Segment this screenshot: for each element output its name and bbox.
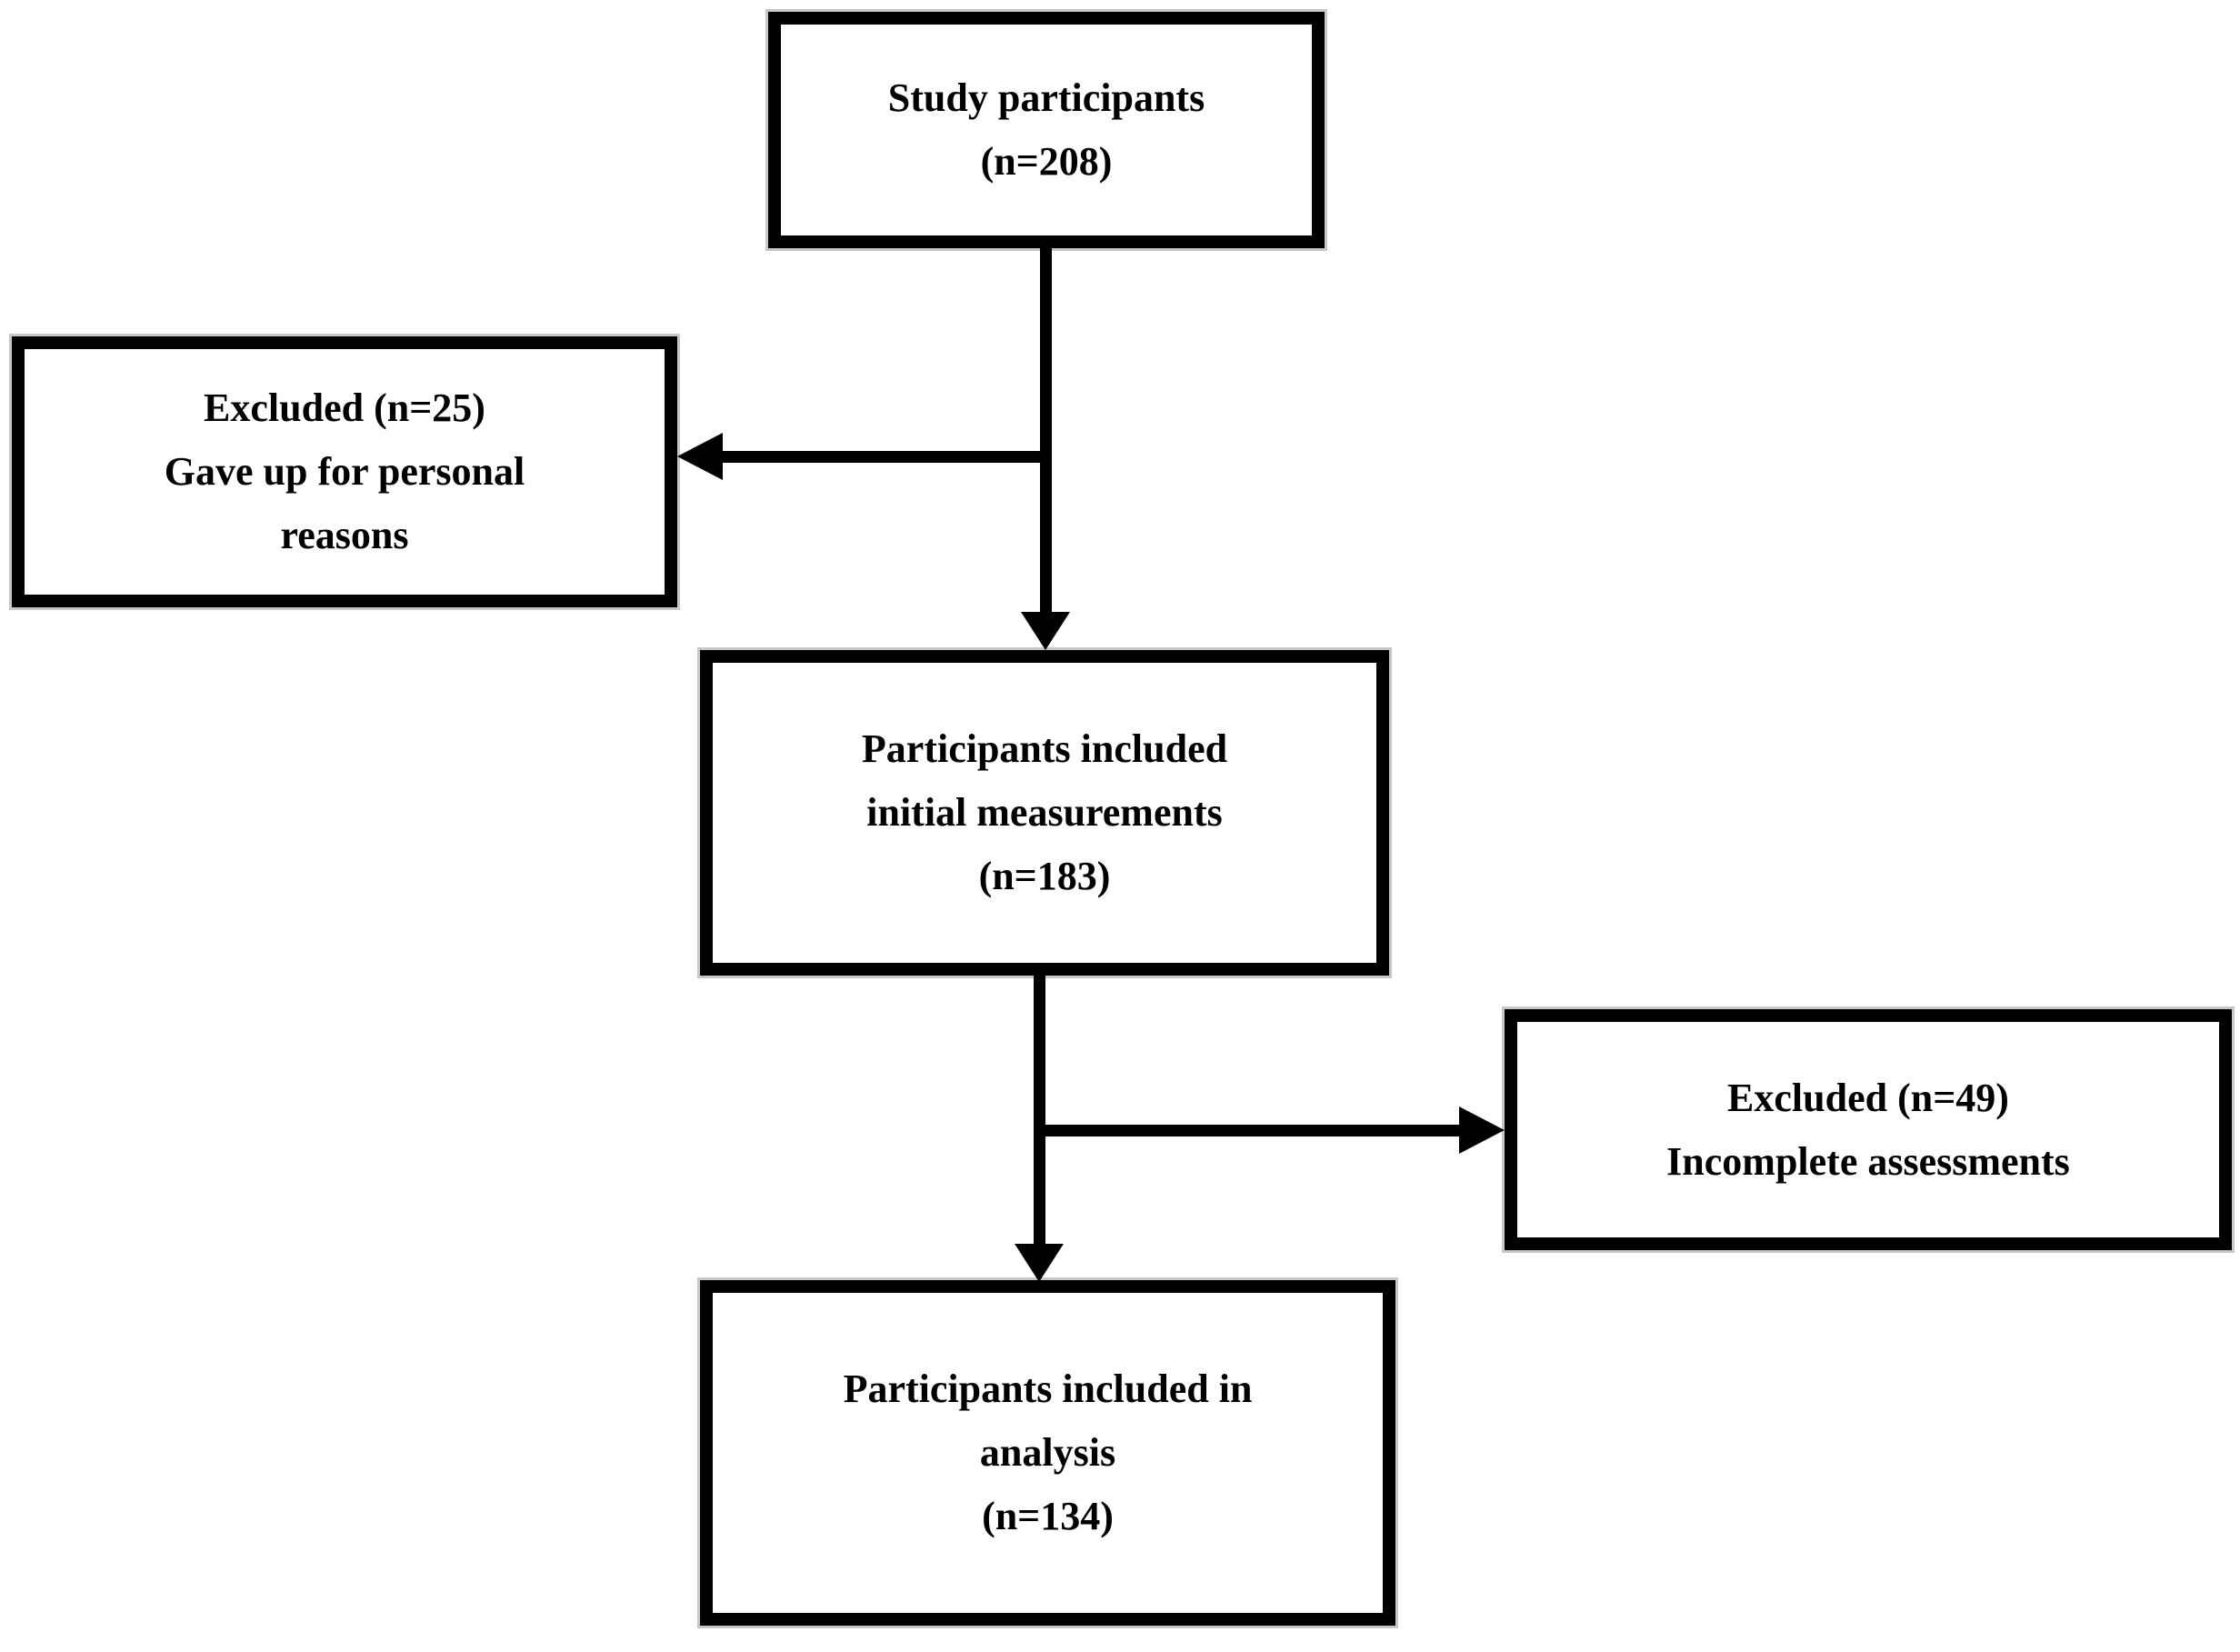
box-text-line: (n=208) <box>980 139 1113 184</box>
box-text-line: Excluded (n=49) <box>1727 1075 2009 1120</box>
box-text-line: Gave up for personal <box>164 449 525 494</box>
arrow-branch-to-excluded-personal-line <box>718 451 1047 463</box>
box-text-line: initial measurements <box>866 790 1223 835</box>
box-text-line: (n=134) <box>982 1494 1114 1538</box>
box-text-line: analysis <box>979 1430 1116 1475</box>
arrow-study-to-initial-line <box>1040 248 1052 614</box>
box-excluded-incomplete-assessments: Excluded (n=49) Incomplete assessments <box>1505 1009 2232 1250</box>
box-text-line: Participants included <box>861 726 1228 771</box>
box-included-in-analysis: Participants included in analysis (n=134… <box>700 1280 1395 1626</box>
arrow-right-icon <box>1459 1106 1505 1154</box>
box-initial-measurements: Participants included initial measuremen… <box>700 650 1389 976</box>
box-study-participants: Study participants (n=208) <box>768 12 1325 248</box>
arrow-initial-to-analysis-line <box>1034 976 1045 1248</box>
box-text-line: reasons <box>280 513 409 557</box>
box-text-line: Participants included in <box>843 1367 1253 1411</box>
box-text-line: Study participants <box>887 75 1205 120</box>
arrow-left-icon <box>677 433 723 480</box>
arrow-down-icon <box>1015 1244 1064 1282</box>
arrow-down-icon <box>1021 612 1070 650</box>
box-text-line: (n=183) <box>978 854 1111 898</box>
box-excluded-personal-reasons: Excluded (n=25) Gave up for personal rea… <box>12 336 677 607</box>
box-text-line: Excluded (n=25) <box>204 385 485 430</box>
arrow-branch-to-excluded-incomplete-line <box>1039 1125 1462 1136</box>
box-text-line: Incomplete assessments <box>1666 1138 2070 1184</box>
